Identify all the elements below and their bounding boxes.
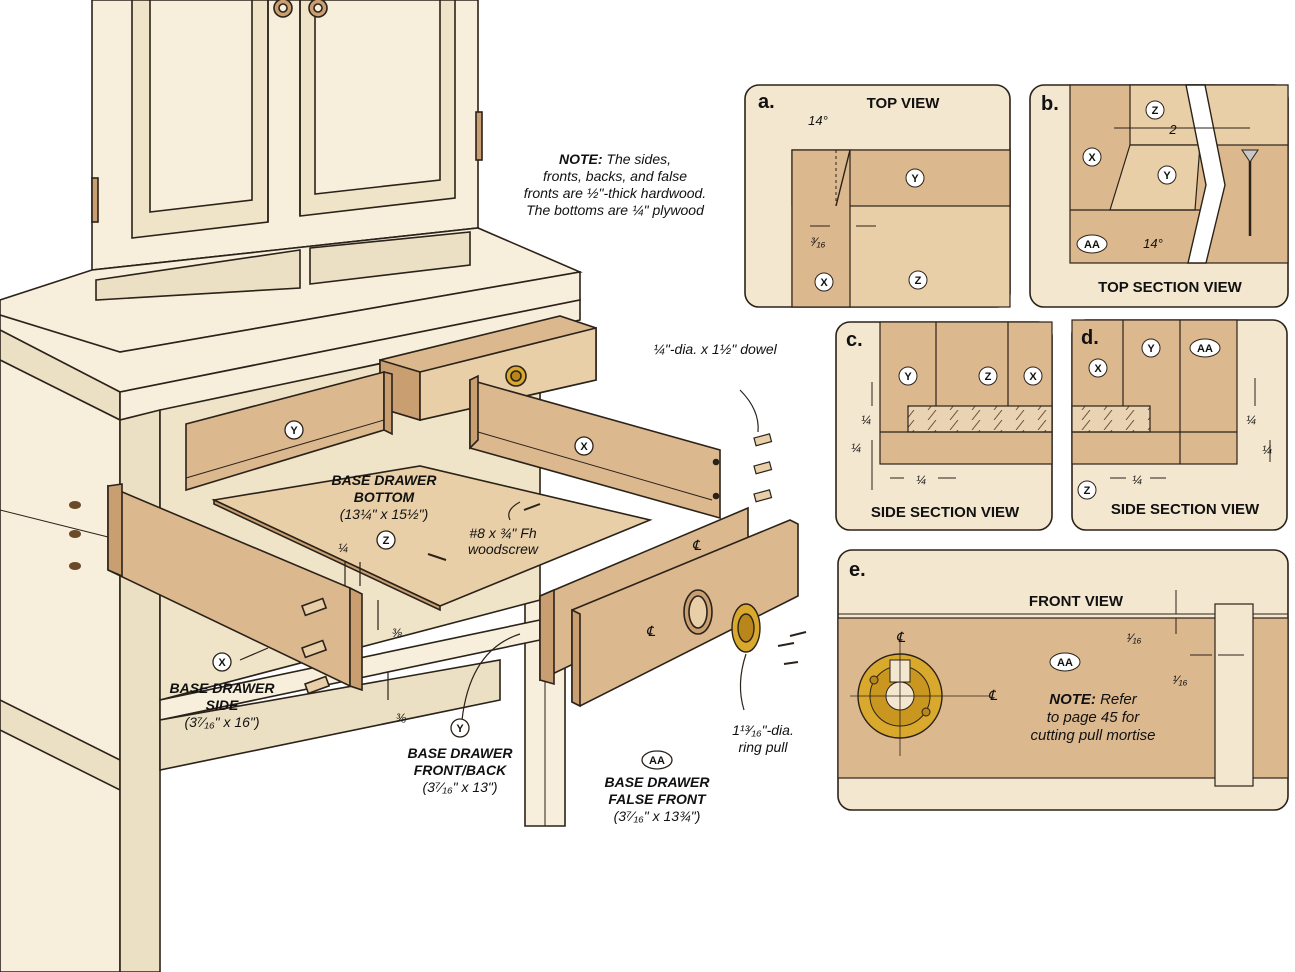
- panel-c-y: Y: [904, 371, 912, 383]
- panel-e-note-2: to page 45 for: [1047, 709, 1141, 726]
- front-dims: (3⁷⁄₁₆" x 13"): [422, 779, 497, 795]
- panel-d-y: Y: [1147, 343, 1155, 355]
- panel-d-letter: d.: [1081, 327, 1099, 349]
- panel-d-d3: ¼: [1132, 473, 1142, 487]
- note-line-2: fronts, backs, and false: [543, 168, 687, 184]
- panel-e-d2: ¹⁄₁₆: [1173, 673, 1188, 687]
- side-title-2: SIDE: [206, 697, 239, 713]
- panel-b-x: X: [1088, 152, 1096, 164]
- pull-label-2: ring pull: [738, 739, 788, 755]
- marker-y-front: Y: [456, 723, 464, 735]
- panel-b-top-section: [1029, 84, 1289, 308]
- panel-d-x: X: [1094, 363, 1102, 375]
- note-line-1: The sides,: [606, 151, 671, 167]
- pull-label-1: 1¹³⁄₁₆"-dia.: [732, 722, 794, 738]
- panel-c-letter: c.: [846, 329, 863, 351]
- note-line-3: fronts are ½"-thick hardwood.: [524, 185, 706, 201]
- drawer-bottom-z: [211, 465, 653, 612]
- panel-c-d1: ¼: [861, 413, 871, 427]
- panel-c-z: Z: [985, 371, 992, 383]
- panel-d-title: SIDE SECTION VIEW: [1111, 501, 1260, 518]
- marker-x-side: X: [218, 657, 226, 669]
- dim-3-8-b: ⅜: [396, 711, 406, 725]
- panel-a-y: Y: [911, 173, 919, 185]
- drawer-side-x-left: [107, 483, 363, 695]
- loose-dowels: [753, 433, 773, 503]
- panel-e-letter: e.: [849, 559, 866, 581]
- dowel-holes: [69, 501, 81, 570]
- centerline-mark-2: ℄: [646, 623, 656, 639]
- dowel-label: ¼"-dia. x 1½" dowel: [653, 341, 777, 357]
- bottom-dims: (13¼" x 15½"): [340, 506, 429, 522]
- front-title-1: BASE DRAWER: [407, 745, 513, 761]
- dim-quarter-main: ¼: [338, 541, 348, 555]
- panel-a-angle: 14°: [808, 113, 828, 128]
- panel-e-note-prefix: NOTE:: [1049, 691, 1096, 708]
- panel-c-side-section: [835, 321, 1053, 531]
- svg-text:NOTE: Refer: NOTE: Refer: [1049, 691, 1138, 708]
- panel-e-centerline-1: ℄: [896, 629, 906, 645]
- panel-b-title: TOP SECTION VIEW: [1098, 279, 1242, 296]
- marker-z-bottom: Z: [383, 535, 390, 547]
- panel-b-dim: 2: [1168, 122, 1177, 137]
- panel-c-d2: ¼: [851, 441, 861, 455]
- bottom-title-2: BOTTOM: [354, 489, 415, 505]
- leaders: [239, 389, 759, 721]
- side-dims: (3⁷⁄₁₆" x 16"): [184, 714, 259, 730]
- panel-d-d1: ¼: [1246, 413, 1256, 427]
- panel-e-title: FRONT VIEW: [1029, 593, 1124, 610]
- front-title-2: FRONT/BACK: [414, 762, 507, 778]
- panel-e-note-1: Refer: [1100, 691, 1138, 708]
- drawer-side-x-right: [469, 374, 721, 520]
- panel-c-d3: ¼: [916, 473, 926, 487]
- side-title-1: BASE DRAWER: [169, 680, 275, 696]
- panel-d-z: Z: [1084, 485, 1091, 497]
- panel-b-angle: 14°: [1143, 236, 1163, 251]
- panel-b-y: Y: [1163, 170, 1171, 182]
- panel-a-title: TOP VIEW: [867, 95, 941, 112]
- main-note: NOTE: The sides, fronts, backs, and fals…: [524, 151, 706, 218]
- svg-text:NOTE: The sides,: NOTE: The sides,: [559, 151, 671, 167]
- panel-e-front-view: [837, 549, 1289, 811]
- panel-a-x: X: [820, 277, 828, 289]
- centerline-mark-1: ℄: [692, 537, 702, 553]
- bottom-title-1: BASE DRAWER: [331, 472, 437, 488]
- false-dims: (3⁷⁄₁₆" x 13¾"): [614, 808, 701, 824]
- screw-label-1: #8 x ¾" Fh: [469, 525, 536, 541]
- marker-x-right: X: [580, 441, 588, 453]
- panel-a-dim: ³⁄₁₆: [811, 235, 826, 249]
- panel-b-z: Z: [1152, 105, 1159, 117]
- panel-a-z: Z: [915, 275, 922, 287]
- panel-c-title: SIDE SECTION VIEW: [871, 504, 1020, 521]
- ring-pull: [731, 603, 807, 665]
- note-prefix: NOTE:: [559, 151, 603, 167]
- panel-b-letter: b.: [1041, 93, 1059, 115]
- panel-a-top-view: [744, 84, 1011, 308]
- panel-b-aa: AA: [1084, 239, 1100, 251]
- panel-e-aa: AA: [1057, 657, 1073, 669]
- panel-e-note-3: cutting pull mortise: [1030, 727, 1155, 744]
- panel-e-centerline-2: ℄: [988, 687, 998, 703]
- false-title-2: FALSE FRONT: [608, 791, 707, 807]
- false-title-1: BASE DRAWER: [604, 774, 710, 790]
- panel-a-letter: a.: [758, 91, 775, 113]
- panel-d-side-section: [1071, 319, 1288, 531]
- panel-d-aa: AA: [1197, 343, 1213, 355]
- panel-e-d1: ¹⁄₁₆: [1127, 631, 1142, 645]
- panel-c-x: X: [1029, 371, 1037, 383]
- panel-d-d2: ¼: [1262, 443, 1272, 457]
- marker-y-back: Y: [290, 425, 298, 437]
- drawer-false-front-aa: [571, 519, 799, 708]
- part-markers: [212, 420, 673, 770]
- note-line-4: The bottoms are ¼" plywood: [526, 202, 705, 218]
- dim-3-8-a: ⅜: [392, 626, 402, 640]
- marker-aa-false: AA: [649, 755, 665, 767]
- screw-label-2: woodscrew: [468, 541, 539, 557]
